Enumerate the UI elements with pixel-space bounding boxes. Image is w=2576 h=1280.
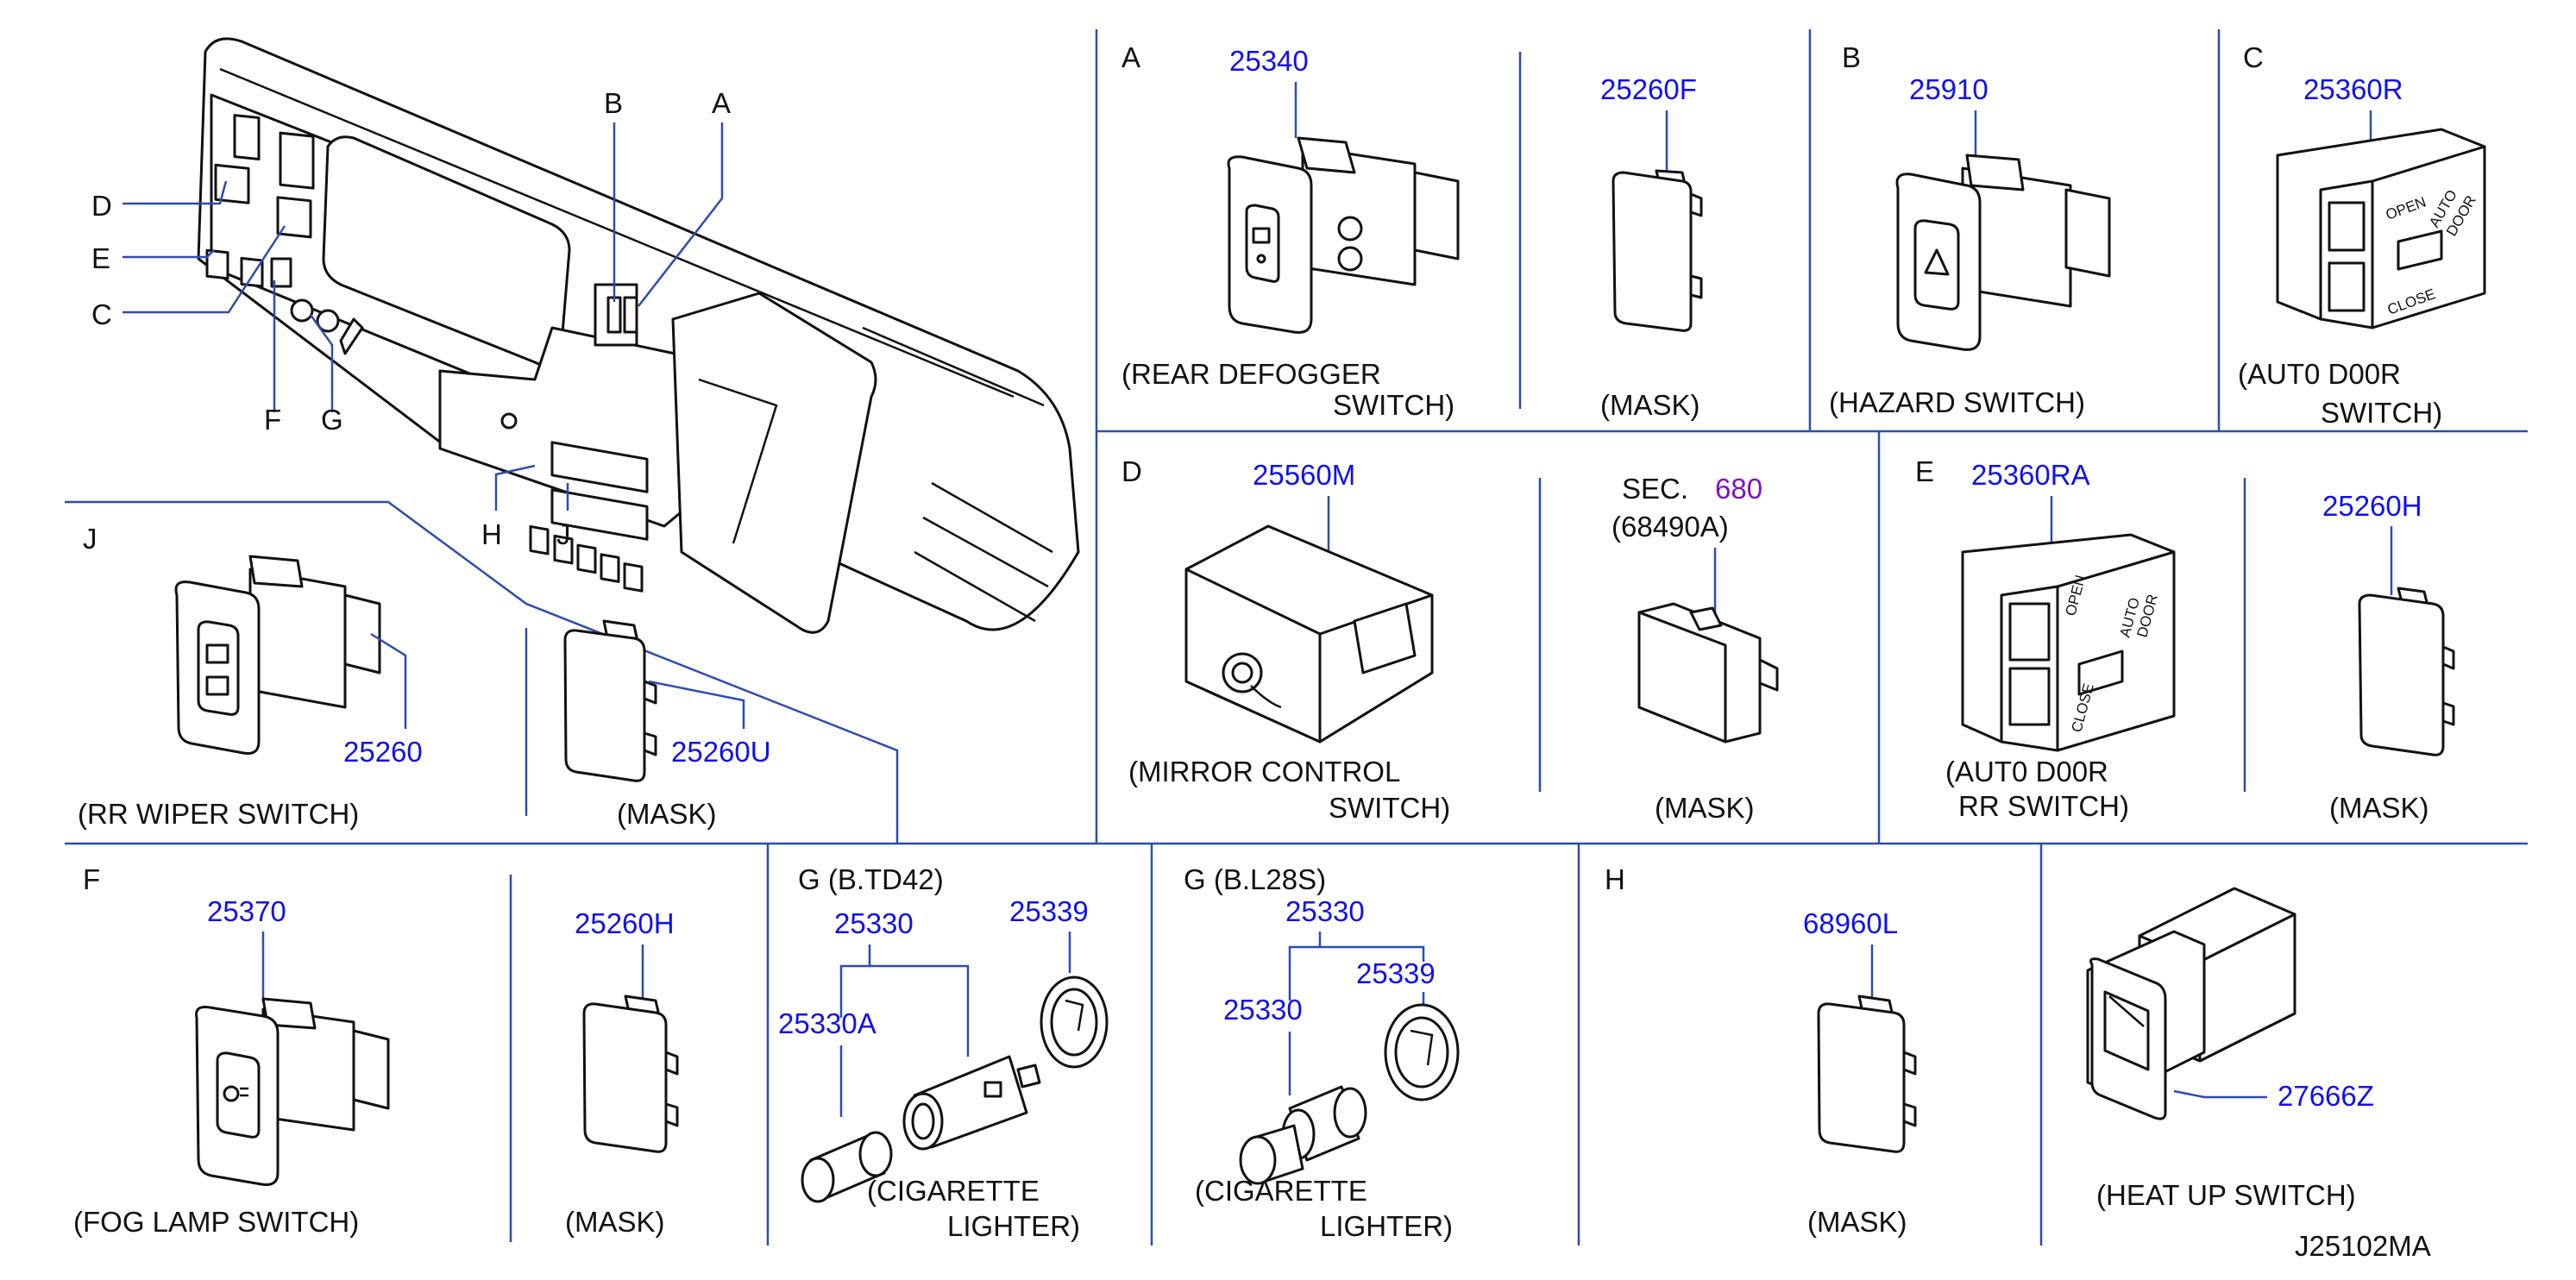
heat-up-switch-drawing: [2086, 887, 2296, 1120]
part-25560M: 25560M: [1253, 459, 1355, 491]
dash-letter-e: E: [91, 242, 110, 274]
section-c: C 25360R OPEN AUTO DOOR CLOSE (AUT0 D00R…: [2238, 41, 2486, 429]
g-l28s-title: G (B.L28S): [1184, 863, 1326, 895]
section-f-letter: F: [83, 863, 100, 895]
part-68960L: 68960L: [1803, 907, 1898, 939]
section-c-letter: C: [2243, 41, 2264, 73]
section-b: B 25910 (HAZARD SWITCH): [1829, 41, 2111, 418]
part-25330-td42: 25330: [834, 907, 914, 939]
part-25360R: 25360R: [2303, 73, 2403, 105]
dash-letter-j: J: [556, 518, 571, 550]
cigarette-lighter-l28s-drawing: [1239, 1003, 1460, 1185]
dash-letter-g: G: [321, 404, 343, 436]
section-f: F 25370 (FOG LAMP SWITCH) 25260H (MASK): [73, 863, 679, 1238]
dash-letter-b: B: [604, 87, 623, 119]
section-a-letter: A: [1122, 41, 1140, 73]
auto-door-caption-1: (AUT0 D00R: [2238, 358, 2401, 390]
section-b-letter: B: [1842, 41, 1861, 73]
dash-top-outline: [197, 37, 1080, 631]
cig-lighter-l28s-caption-2: LIGHTER): [1320, 1210, 1453, 1242]
mask-68960L-drawing: [1817, 995, 1917, 1153]
dash-letter-f: F: [264, 404, 281, 436]
part-25339-td42: 25339: [1009, 895, 1089, 927]
part-25330-l28s-top: 25330: [1285, 895, 1365, 927]
section-d: D 25560M (MIRROR CONTROL SWITCH) SEC. 68…: [1122, 455, 1779, 824]
part-25910: 25910: [1909, 73, 1989, 105]
mask-25260F-drawing: [1612, 169, 1703, 332]
section-g-l28s: G (B.L28S) 25330 25330 25339 (CIGARETTE …: [1184, 863, 1460, 1242]
part-25260: 25260: [343, 736, 423, 768]
section-j-letter: J: [83, 523, 97, 555]
part-25339-l28s: 25339: [1356, 957, 1436, 989]
dashboard-callout-letters: B A D E C F G H J: [91, 87, 731, 550]
auto-door-rr-caption-2: RR SWITCH): [1958, 790, 2129, 822]
mask-d-caption: (MASK): [1655, 792, 1755, 824]
mask-sec-680-drawing: [1637, 602, 1779, 744]
mirror-control-caption-1: (MIRROR CONTROL: [1128, 756, 1400, 787]
section-e-letter: E: [1915, 455, 1934, 487]
heat-up-caption: (HEAT UP SWITCH): [2096, 1179, 2356, 1211]
section-dividers: [65, 29, 2528, 1245]
mask-25260H-e-drawing: [2358, 587, 2455, 756]
hazard-switch-drawing: [1895, 154, 2111, 351]
mask-a-caption: (MASK): [1600, 389, 1700, 421]
mirror-control-caption-2: SWITCH): [1329, 792, 1450, 824]
section-g-td42: G (B.TD42) 25330 25339 25330A (CIGARETTE…: [778, 863, 1109, 1242]
dash-letter-h: H: [481, 518, 502, 550]
dash-letter-a: A: [712, 87, 731, 119]
glovebox: [671, 292, 877, 634]
part-27666Z: 27666Z: [2278, 1080, 2374, 1112]
auto-door-switch-drawing: OPEN AUTO DOOR CLOSE: [2276, 128, 2486, 329]
cigarette-lighter-td42-drawing: [801, 976, 1109, 1203]
mask-f-caption: (MASK): [565, 1206, 665, 1238]
mirror-control-switch-drawing: [1184, 524, 1434, 744]
cig-lighter-td42-caption-2: LIGHTER): [947, 1210, 1080, 1242]
auto-door-rr-switch-drawing: OPEN AUTO DOOR CLOSE: [1961, 533, 2176, 752]
part-25340: 25340: [1229, 45, 1309, 77]
rear-defogger-caption-2: SWITCH): [1333, 389, 1454, 421]
dash-letter-d: D: [91, 190, 112, 222]
part-25260H-e: 25260H: [2322, 490, 2422, 522]
dash-letter-c: C: [91, 298, 112, 330]
section-h: H 68960L (MASK): [1605, 863, 1917, 1238]
mask-j-caption: (MASK): [617, 798, 717, 830]
part-25260U: 25260U: [671, 736, 771, 768]
hazard-switch-caption: (HAZARD SWITCH): [1829, 386, 2085, 418]
mask-25260U-drawing: [563, 619, 657, 782]
auto-door-rr-caption-1: (AUT0 D00R: [1945, 756, 2108, 787]
sec-reference: (68490A): [1612, 511, 1729, 543]
doc-code: J25102MA: [2295, 1230, 2431, 1262]
part-25360RA: 25360RA: [1971, 459, 2090, 491]
section-heat-up: 27666Z (HEAT UP SWITCH): [2086, 887, 2374, 1211]
fog-lamp-caption: (FOG LAMP SWITCH): [73, 1206, 359, 1238]
sec-number: 680: [1715, 473, 1762, 505]
mask-e-caption: (MASK): [2329, 792, 2429, 824]
section-d-letter: D: [1122, 455, 1142, 487]
rear-defogger-caption-1: (REAR DEFOGGER: [1122, 358, 1381, 390]
fog-lamp-switch-drawing: [195, 997, 390, 1186]
rr-wiper-switch-drawing: [174, 555, 381, 755]
g-td42-title: G (B.TD42): [798, 863, 944, 895]
mask-25260H-f-drawing: [582, 995, 679, 1153]
auto-door-caption-2: SWITCH): [2321, 397, 2442, 429]
part-25330A: 25330A: [778, 1007, 876, 1039]
cig-lighter-td42-caption-1: (CIGARETTE: [867, 1175, 1040, 1207]
part-25260F: 25260F: [1600, 73, 1697, 105]
section-j: J 25260 (RR WIPER SWITCH) 25260U (MASK): [78, 523, 771, 830]
section-h-letter: H: [1605, 863, 1625, 895]
section-a: A 25340 (REAR DEFOGGER SWITCH) 25260F (M…: [1122, 41, 1703, 421]
mask-h-caption: (MASK): [1807, 1206, 1907, 1238]
section-e: E 25360RA OPEN AUTO DOOR CLOSE (AUT0 D00…: [1915, 455, 2455, 824]
part-25260H-f: 25260H: [575, 907, 675, 939]
rear-defogger-switch-drawing: [1227, 136, 1460, 334]
sec-label: SEC.: [1622, 473, 1688, 505]
cig-lighter-l28s-caption-1: (CIGARETTE: [1195, 1175, 1367, 1207]
part-25370: 25370: [207, 895, 286, 927]
rr-wiper-caption: (RR WIPER SWITCH): [78, 798, 359, 830]
dashboard-illustration: [123, 37, 1080, 634]
